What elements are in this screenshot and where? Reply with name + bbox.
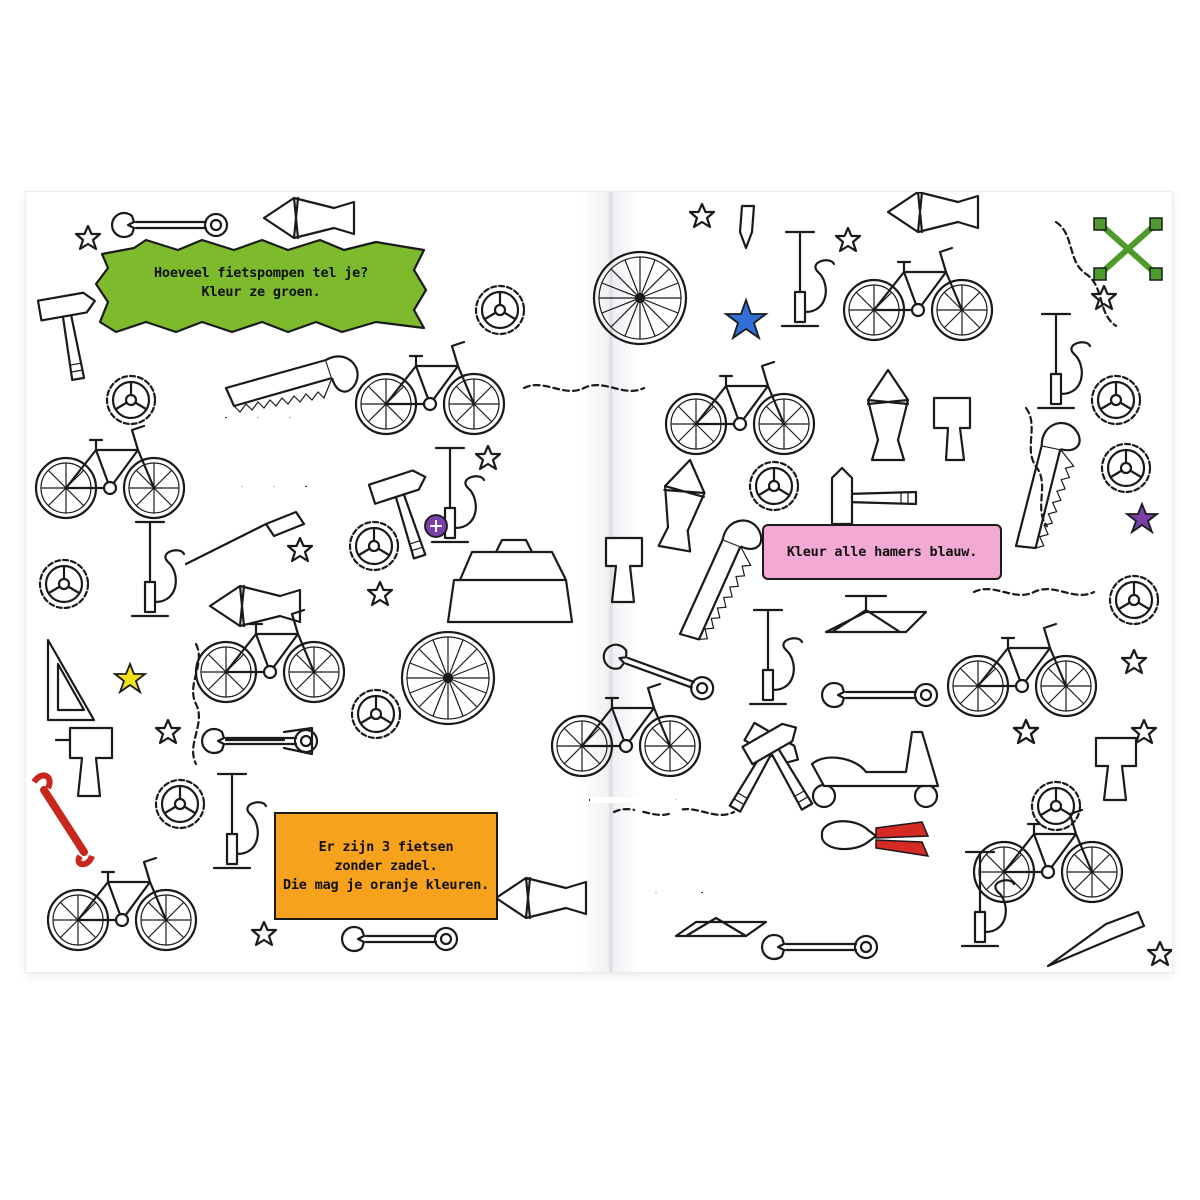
- drill-icon: [54, 726, 114, 798]
- folding-ruler-icon: [588, 797, 705, 894]
- bicycle-icon: [34, 424, 186, 520]
- green-burst-shape: [94, 238, 428, 334]
- toolbox-icon: [446, 538, 574, 624]
- gear-icon: [348, 520, 400, 572]
- orange-prompt-box: Er zijn 3 fietsen zonder zadel. Die mag …: [274, 812, 498, 920]
- gear-icon: [38, 558, 90, 610]
- pump-icon: [780, 230, 836, 328]
- pump-icon: [130, 520, 186, 618]
- pink-prompt-line-1: Kleur alle hamers blauw.: [786, 543, 978, 560]
- purple-button-icon: [424, 514, 448, 538]
- pump-icon: [1036, 312, 1092, 410]
- pliers-icon: [208, 584, 302, 628]
- orange-prompt-line-3: Die mag je oranje kleuren.: [282, 876, 490, 893]
- folding-ruler-icon: [223, 416, 309, 488]
- green-prompt-line-1: Hoeveel fietspompen tel je?: [153, 265, 369, 281]
- gear-icon: [474, 284, 526, 336]
- bicycle-icon: [842, 246, 994, 342]
- wheel-icon: [592, 250, 688, 346]
- star-icon: [366, 580, 394, 607]
- star-icon: [688, 202, 716, 229]
- wheel-icon: [400, 630, 496, 726]
- coloring-book-spread: Hoeveel fietspompen tel je? Kleur ze gro…: [26, 192, 1172, 972]
- wrench-icon: [340, 925, 459, 953]
- bicycle-icon: [946, 622, 1098, 718]
- bicycle-icon: [664, 360, 816, 456]
- pump-icon: [212, 772, 268, 870]
- scooter-icon: [810, 730, 940, 809]
- saw-icon: [224, 355, 359, 414]
- pink-prompt-box: Kleur alle hamers blauw.: [762, 524, 1002, 580]
- gear-icon: [748, 460, 800, 512]
- wrench-icon: [760, 933, 879, 961]
- orange-prompt-line-1: Er zijn 3 fietsen: [318, 838, 454, 855]
- wrench-icon: [599, 640, 718, 705]
- green-prompt-line-2: Kleur ze groen.: [201, 284, 321, 300]
- screwdriver-icon: [184, 510, 306, 566]
- red-handle-cutters-icon: [820, 820, 930, 857]
- gear-icon: [1108, 574, 1160, 626]
- gear-icon: [105, 374, 157, 426]
- star-icon: [154, 718, 182, 745]
- car-jack-icon: [674, 594, 928, 938]
- star-icon: [834, 226, 862, 253]
- star-icon: [250, 920, 278, 947]
- triangle-ruler-icon: [46, 638, 96, 722]
- bicycle-icon: [354, 340, 506, 436]
- bicycle-icon: [194, 608, 346, 704]
- gear-icon: [154, 778, 206, 830]
- pliers-icon: [866, 368, 910, 462]
- hammer-icon: [830, 466, 918, 526]
- chain-icon: [522, 384, 646, 392]
- star-icon: [286, 536, 314, 563]
- paintbrush-icon: [224, 204, 756, 756]
- pliers-icon: [886, 192, 980, 234]
- blue-star-icon: [723, 297, 769, 341]
- gear-icon: [1090, 374, 1142, 426]
- gear-icon: [1030, 780, 1082, 832]
- purple-star-icon: [1124, 501, 1160, 535]
- pliers-icon: [262, 196, 356, 240]
- chain-icon: [972, 588, 1096, 596]
- green-cross-wrench-icon: [1093, 217, 1163, 281]
- star-icon: [474, 444, 502, 471]
- star-icon: [1146, 940, 1172, 967]
- bicycle-icon: [550, 682, 702, 778]
- star-icon: [1120, 648, 1148, 675]
- pump-icon: [748, 608, 804, 706]
- wrench-icon: [110, 211, 229, 239]
- doodle-illustration: [31, 192, 1172, 968]
- star-icon: [1012, 718, 1040, 745]
- chain-icon: [1052, 219, 1120, 329]
- star-icon: [1090, 284, 1118, 311]
- yellow-star-icon: [112, 661, 148, 695]
- pump-icon: [960, 850, 1016, 948]
- red-wrench-icon: [31, 772, 95, 868]
- green-burst-prompt: Hoeveel fietspompen tel je? Kleur ze gro…: [96, 240, 426, 332]
- drill-icon: [604, 396, 1138, 802]
- gear-icon: [1100, 442, 1152, 494]
- bicycle-icon: [46, 856, 198, 952]
- gear-icon: [350, 688, 402, 740]
- pliers-icon: [653, 455, 711, 554]
- screwdriver-icon: [1046, 910, 1146, 968]
- orange-prompt-line-2: zonder zadel.: [334, 857, 438, 874]
- pliers-icon: [494, 876, 588, 920]
- saw-icon: [987, 415, 1104, 560]
- wrench-icon: [820, 681, 939, 709]
